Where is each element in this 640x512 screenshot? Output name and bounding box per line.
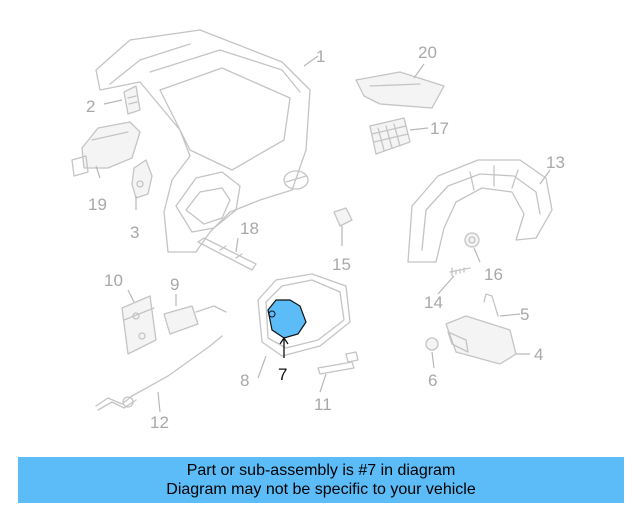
bracket-2-drawing xyxy=(123,85,141,115)
callout-9: 9 xyxy=(170,275,179,294)
callout-3: 3 xyxy=(130,223,139,242)
bracket-plate-10-drawing xyxy=(121,295,157,355)
module-9-drawing xyxy=(163,305,227,335)
callout-6: 6 xyxy=(428,371,437,390)
spring-5-drawing xyxy=(483,293,499,317)
vent-17-drawing xyxy=(369,117,411,155)
callout-20: 20 xyxy=(418,43,437,62)
pad-20-drawing xyxy=(355,71,445,109)
grommet-15-drawing xyxy=(333,207,353,227)
actuator-3-drawing xyxy=(131,159,153,199)
callout-10: 10 xyxy=(104,271,123,290)
bumper-6-drawing xyxy=(425,337,439,351)
fender-liner-13-drawing xyxy=(407,159,553,263)
callout-8: 8 xyxy=(240,371,249,390)
callout-16: 16 xyxy=(484,265,503,284)
callout-11: 11 xyxy=(314,395,332,414)
filler-pocket-8-drawing xyxy=(257,273,351,357)
callout-5: 5 xyxy=(520,305,529,324)
filler-housing-19-drawing xyxy=(71,121,141,177)
callout-14: 14 xyxy=(424,293,443,312)
quarter-panel-drawing xyxy=(95,29,311,253)
callout-1: 1 xyxy=(316,47,325,66)
leader-lines xyxy=(95,55,551,413)
filler-seal-7-highlight xyxy=(267,299,307,339)
cable-12-drawing xyxy=(95,335,223,411)
fuel-door-4-drawing xyxy=(445,315,517,365)
trim-strip-18-drawing xyxy=(197,237,257,271)
callout-7: 7 xyxy=(278,365,287,384)
callout-2: 2 xyxy=(86,97,95,116)
callout-12: 12 xyxy=(150,413,169,432)
banner-line-2: Diagram may not be specific to your vehi… xyxy=(166,481,476,498)
screw-14-drawing xyxy=(449,267,471,277)
info-banner: Part or sub-assembly is #7 in diagram Di… xyxy=(18,457,624,503)
callout-15: 15 xyxy=(332,255,351,274)
callout-4: 4 xyxy=(534,345,543,364)
callout-labels: 1 2 3 4 5 6 7 8 9 10 11 12 13 14 15 16 1… xyxy=(86,43,565,432)
callout-18: 18 xyxy=(240,219,259,238)
callout-13: 13 xyxy=(546,153,565,172)
banner-line-1: Part or sub-assembly is #7 in diagram xyxy=(186,462,456,479)
callout-17: 17 xyxy=(430,119,449,138)
callout-19: 19 xyxy=(88,195,107,214)
clip-16-drawing xyxy=(464,232,480,248)
rod-11-drawing xyxy=(317,351,359,375)
